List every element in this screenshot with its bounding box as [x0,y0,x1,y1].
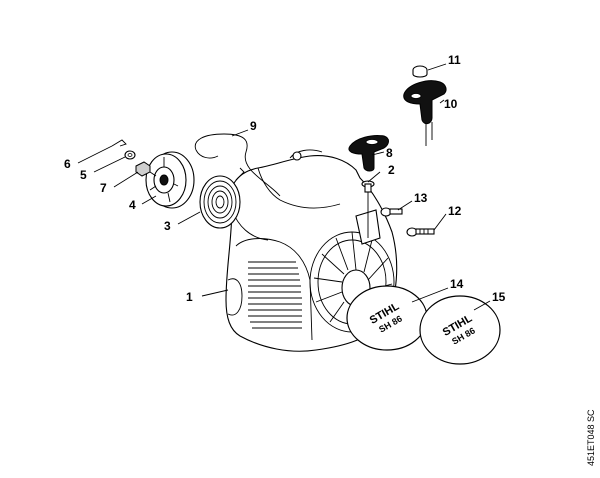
callout-6: 6 [64,157,71,171]
callout-8: 8 [386,146,393,160]
leader-lines [77,63,491,311]
pawl [135,161,151,177]
callout-11: 11 [448,53,461,67]
decal-15: STIHL SH 86 [419,295,501,365]
drawing-code: 451ET048 SC [586,409,596,466]
callout-4: 4 [129,198,136,212]
rope-guide-bush [361,180,375,238]
callout-3: 3 [164,219,171,233]
callout-14: 14 [450,277,464,291]
callout-12: 12 [448,204,462,218]
callout-7: 7 [100,181,107,195]
spring-clip [111,139,127,147]
decal-14: STIHL SH 86 [346,285,428,351]
grille-vents [248,261,302,329]
grip-insert [412,65,428,78]
screw-long [406,227,435,237]
callout-labels: 1 2 3 4 5 6 7 8 9 10 11 12 13 14 15 [64,53,506,304]
callout-5: 5 [80,168,87,182]
rope-rotor [145,151,195,209]
callout-9: 9 [250,119,257,133]
callout-2: 2 [388,163,395,177]
rewind-spring [199,167,245,229]
starter-rope [194,133,281,197]
callout-10: 10 [444,97,458,111]
screw-short [380,207,403,217]
washer [124,150,136,160]
starter-grip [348,135,389,172]
callout-13: 13 [414,191,428,205]
grip-rope-assembly [403,80,447,146]
callout-15: 15 [492,290,506,304]
callout-1: 1 [186,290,193,304]
